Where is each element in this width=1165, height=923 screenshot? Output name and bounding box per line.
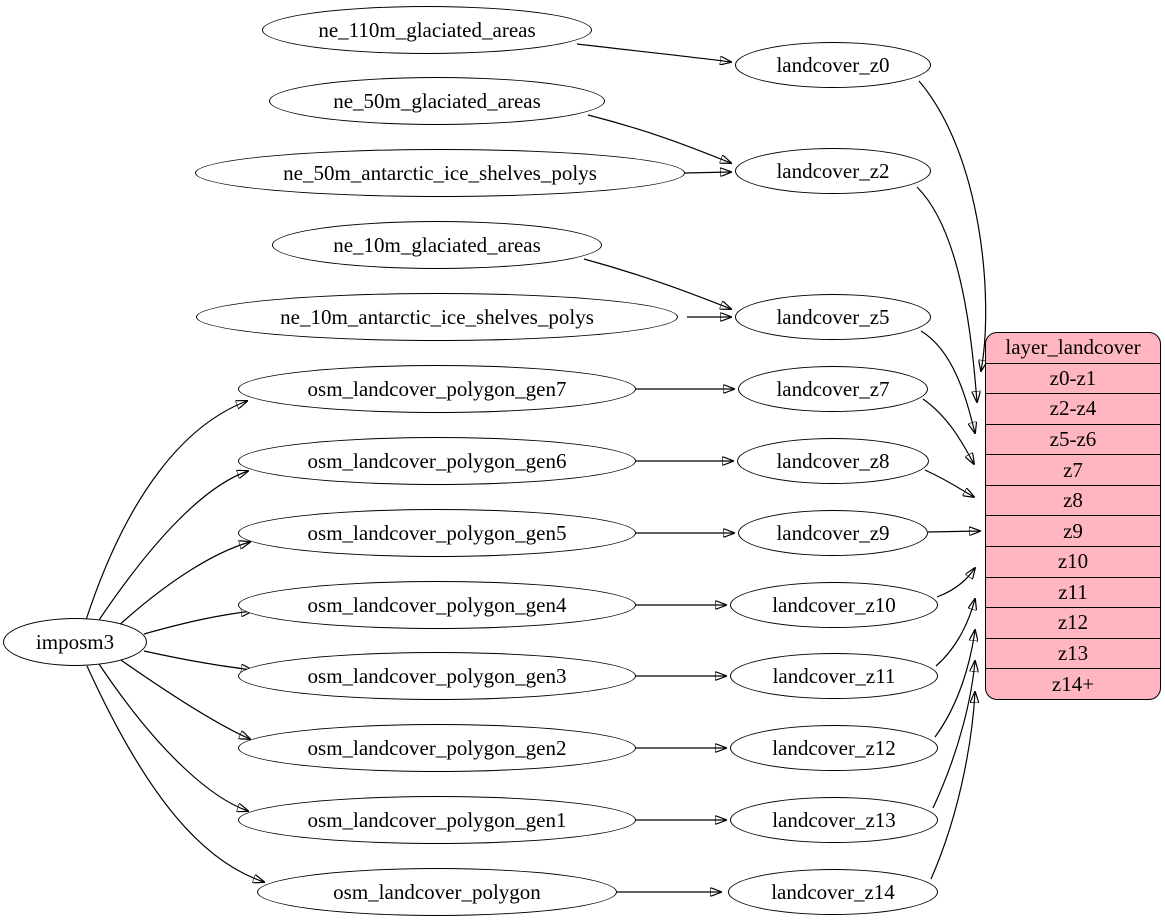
edge-ne50m-glaciated-to-z2 xyxy=(587,114,731,163)
table-row-z13: z13 xyxy=(986,637,1160,669)
table-header: layer_landcover xyxy=(1005,335,1141,360)
table-row-z10: z10 xyxy=(986,546,1160,577)
table-layer-landcover: layer_landcover z0-z1 z2-z4 z5-z6 z7 z8 … xyxy=(985,332,1161,700)
edge-ne10m-glaciated-to-z5 xyxy=(583,258,731,309)
edge-z0-to-row-z0-z1 xyxy=(918,80,986,371)
edge-z2-to-row-z2-z4 xyxy=(916,186,977,402)
table-row-z11: z11 xyxy=(986,576,1160,608)
edge-imposm3-to-polygon xyxy=(86,665,264,882)
edge-imposm3-to-gen4 xyxy=(143,611,252,635)
table-row-z14plus: z14+ xyxy=(986,668,1160,699)
table-row-z7: z7 xyxy=(986,454,1160,485)
edge-z5-to-row-z5-z6 xyxy=(920,330,975,433)
edge-imposm3-to-gen5 xyxy=(115,542,250,629)
edge-z9-to-row-z9 xyxy=(927,531,980,532)
node-landcover-z10: landcover_z10 xyxy=(730,582,938,628)
node-ne-50m-glaciated-areas: ne_50m_glaciated_areas xyxy=(269,77,605,125)
node-landcover-z8: landcover_z8 xyxy=(737,438,929,484)
node-osm-landcover-polygon-gen1: osm_landcover_polygon_gen1 xyxy=(238,796,636,844)
edge-z7-to-row-z7 xyxy=(922,398,974,464)
edge-imposm3-to-gen6 xyxy=(96,471,248,624)
node-osm-landcover-polygon: osm_landcover_polygon xyxy=(257,868,617,916)
node-osm-landcover-polygon-gen5: osm_landcover_polygon_gen5 xyxy=(238,509,636,557)
node-landcover-z0: landcover_z0 xyxy=(735,42,931,88)
edge-z12-to-row-z12 xyxy=(934,630,975,738)
node-landcover-z13: landcover_z13 xyxy=(730,797,938,843)
edge-ne110m-to-z0 xyxy=(576,43,731,62)
node-landcover-z9: landcover_z9 xyxy=(738,510,928,556)
node-imposm3: imposm3 xyxy=(3,618,147,666)
node-landcover-z7: landcover_z7 xyxy=(738,366,928,412)
node-landcover-z11: landcover_z11 xyxy=(730,653,938,699)
node-osm-landcover-polygon-gen2: osm_landcover_polygon_gen2 xyxy=(238,724,636,772)
table-row-z0-z1: z0-z1 xyxy=(986,362,1160,394)
table-row-z12: z12 xyxy=(986,607,1160,638)
node-osm-landcover-polygon-gen4: osm_landcover_polygon_gen4 xyxy=(238,581,636,629)
node-ne-10m-antarctic-ice-shelves-polys: ne_10m_antarctic_ice_shelves_polys xyxy=(196,293,678,341)
node-ne-110m-glaciated-areas: ne_110m_glaciated_areas xyxy=(262,6,592,54)
node-osm-landcover-polygon-gen7: osm_landcover_polygon_gen7 xyxy=(238,365,636,413)
edge-z13-to-row-z13 xyxy=(932,661,975,809)
node-landcover-z2: landcover_z2 xyxy=(735,148,931,194)
edge-z8-to-row-z8 xyxy=(924,469,974,497)
edge-imposm3-to-gen7 xyxy=(85,401,247,621)
edge-ne50m-antarctic-to-z2 xyxy=(684,172,731,173)
edge-z14-to-row-z14plus xyxy=(930,692,975,880)
table-row-z8: z8 xyxy=(986,484,1160,516)
edge-imposm3-to-gen1 xyxy=(98,663,248,811)
table-row-z9: z9 xyxy=(986,515,1160,546)
edge-imposm3-to-gen3 xyxy=(143,650,252,670)
edge-z11-to-row-z11 xyxy=(935,599,975,667)
node-landcover-z5: landcover_z5 xyxy=(735,294,931,340)
edge-imposm3-to-gen2 xyxy=(117,657,250,739)
node-osm-landcover-polygon-gen6: osm_landcover_polygon_gen6 xyxy=(238,437,636,485)
node-osm-landcover-polygon-gen3: osm_landcover_polygon_gen3 xyxy=(238,652,636,700)
table-row-z2-z4: z2-z4 xyxy=(986,393,1160,424)
node-ne-50m-antarctic-ice-shelves-polys: ne_50m_antarctic_ice_shelves_polys xyxy=(195,149,685,197)
node-landcover-z14: landcover_z14 xyxy=(728,869,938,915)
table-row-z5-z6: z5-z6 xyxy=(986,423,1160,455)
node-ne-10m-glaciated-areas: ne_10m_glaciated_areas xyxy=(272,221,602,269)
node-landcover-z12: landcover_z12 xyxy=(730,725,938,771)
edge-z10-to-row-z10 xyxy=(936,568,975,598)
